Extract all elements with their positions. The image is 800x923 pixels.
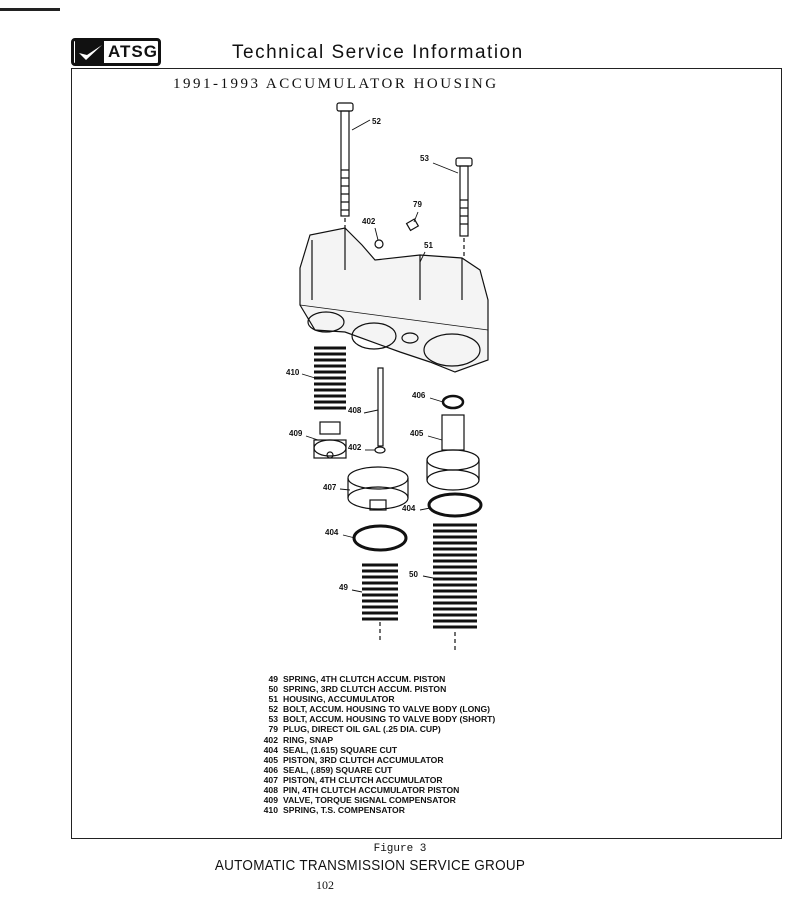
callout-label: 408 <box>348 406 362 415</box>
callout-label: 402 <box>348 443 362 452</box>
housing-51 <box>299 227 489 373</box>
callout-label: 402 <box>362 217 376 226</box>
piston-407 <box>347 466 409 511</box>
callout-label: 52 <box>372 117 381 126</box>
callout-label: 409 <box>289 429 303 438</box>
atsg-logo: ATSG <box>71 38 161 66</box>
spring-410 <box>314 346 346 410</box>
callout-label: 407 <box>323 483 337 492</box>
callout-label: 404 <box>402 504 416 513</box>
callout-label: 53 <box>420 154 429 163</box>
page-number: 102 <box>316 878 334 892</box>
footer-group-name: AUTOMATIC TRANSMISSION SERVICE GROUP <box>214 857 526 874</box>
callout-label: 406 <box>412 391 426 400</box>
checkmark-icon <box>75 41 105 63</box>
valve-409 <box>313 421 347 459</box>
callout-label: 405 <box>410 429 424 438</box>
callout-label: 410 <box>286 368 300 377</box>
scan-mark <box>0 8 60 11</box>
header-title: Technical Service Information <box>232 42 524 63</box>
figure-frame <box>71 68 782 839</box>
callout-label: 49 <box>339 583 348 592</box>
figure-caption: Figure 3 <box>373 843 427 855</box>
callout-label: 50 <box>409 570 418 579</box>
callout-label: 79 <box>413 200 422 209</box>
callout-label: 51 <box>424 241 433 250</box>
page-title: 1991-1993 ACCUMULATOR HOUSING <box>173 76 499 92</box>
piston-405 <box>426 414 480 491</box>
logo-text: ATSG <box>108 42 158 61</box>
callout-label: 404 <box>325 528 339 537</box>
bolt-53 <box>455 157 473 262</box>
